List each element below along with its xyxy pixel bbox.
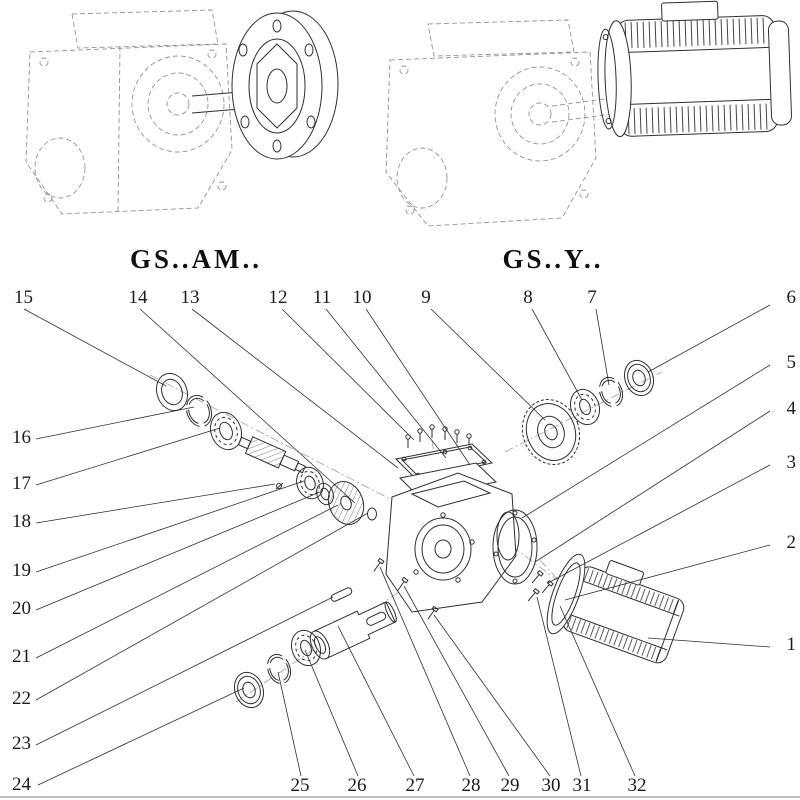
part-output-bearing xyxy=(290,629,322,667)
leader-line-11 xyxy=(325,308,447,459)
callout-3: 3 xyxy=(787,452,797,473)
leader-line-19 xyxy=(35,480,305,573)
part-gear-seal xyxy=(623,359,655,397)
leader-line-29 xyxy=(403,585,510,777)
leader-line-26 xyxy=(304,649,359,777)
leader-line-9 xyxy=(430,308,546,421)
part-key xyxy=(330,587,353,602)
part-output-shaft xyxy=(309,601,397,660)
callout-25: 25 xyxy=(291,775,310,796)
callout-6: 6 xyxy=(787,287,797,308)
part-motor xyxy=(546,553,685,664)
gearbox-motor-drawing: GS..Y.. xyxy=(385,0,792,274)
leader-line-27 xyxy=(337,625,415,777)
leader-line-2 xyxy=(564,544,771,601)
callout-28: 28 xyxy=(462,775,481,796)
leader-line-23 xyxy=(35,596,334,746)
callout-10: 10 xyxy=(353,287,372,308)
callout-12: 12 xyxy=(269,287,288,308)
leader-line-28 xyxy=(379,566,471,777)
callout-15: 15 xyxy=(14,287,33,308)
fan-cover xyxy=(767,20,792,126)
callout-27: 27 xyxy=(406,775,425,796)
part-gear xyxy=(521,399,581,465)
callout-1: 1 xyxy=(787,634,797,655)
part-motor-flange-ring xyxy=(492,509,538,585)
part-cover-plate xyxy=(394,443,494,480)
leader-line-14 xyxy=(139,308,356,504)
variant-label-right: GS..Y.. xyxy=(502,244,603,274)
part-worm-shaft xyxy=(237,436,307,474)
part-output-circlip xyxy=(266,653,292,685)
callout-20: 20 xyxy=(12,598,31,619)
output-flange xyxy=(231,10,339,160)
gearbox-flange-drawing: GS..AM.. xyxy=(25,9,339,274)
part-pin xyxy=(275,482,284,490)
callout-9: 9 xyxy=(421,287,431,308)
callout-5: 5 xyxy=(787,352,797,373)
callout-14: 14 xyxy=(129,287,149,308)
callout-leader-lines xyxy=(23,304,771,786)
part-input-circlip xyxy=(185,394,213,428)
part-worm-wheel-disc xyxy=(327,481,365,525)
cover-bolts-group xyxy=(405,424,472,448)
callout-32: 32 xyxy=(628,775,647,796)
variant-label-left: GS..AM.. xyxy=(130,244,262,274)
callout-26: 26 xyxy=(348,775,367,796)
callout-19: 19 xyxy=(12,560,31,581)
part-gear-bearing xyxy=(569,388,601,426)
terminal-box xyxy=(661,0,719,22)
part-gear-circlip xyxy=(598,376,624,408)
part-input-seal xyxy=(155,372,189,412)
leader-line-3 xyxy=(547,464,771,584)
callout-16: 16 xyxy=(12,427,31,448)
part-worm-bearing xyxy=(296,466,324,500)
part-output-seal xyxy=(233,671,265,709)
leader-line-21 xyxy=(35,504,339,659)
leader-line-5 xyxy=(521,364,771,519)
motor-top-view xyxy=(597,0,792,138)
callout-30: 30 xyxy=(542,775,561,796)
leader-line-31 xyxy=(536,596,582,777)
housing-bolts-group xyxy=(373,557,439,620)
callout-22: 22 xyxy=(12,688,31,709)
part-housing xyxy=(385,472,520,613)
leader-line-7 xyxy=(595,308,610,386)
callout-17: 17 xyxy=(12,473,31,494)
callout-18: 18 xyxy=(12,511,31,532)
leader-line-30 xyxy=(433,614,551,777)
part-small-ring xyxy=(367,507,377,521)
callout-4: 4 xyxy=(787,398,797,419)
callout-13: 13 xyxy=(181,287,200,308)
callout-31: 31 xyxy=(573,775,592,796)
leader-line-1 xyxy=(647,637,771,648)
leader-line-12 xyxy=(281,308,415,441)
leader-line-4 xyxy=(534,410,771,563)
leader-line-17 xyxy=(35,427,221,486)
callout-numbers: 15 14 13 12 11 10 9 8 7 6 5 4 3 2 1 16 1… xyxy=(12,287,797,796)
leader-line-18 xyxy=(35,483,276,524)
part-input-bearing xyxy=(209,411,243,451)
callout-2: 2 xyxy=(787,532,797,553)
leader-line-20 xyxy=(35,491,321,611)
callout-11: 11 xyxy=(313,287,331,308)
callout-8: 8 xyxy=(523,287,533,308)
leader-line-24 xyxy=(37,687,245,786)
leader-line-8 xyxy=(531,308,583,401)
leader-line-10 xyxy=(365,308,471,466)
leader-line-15 xyxy=(23,308,167,387)
callout-24: 24 xyxy=(12,774,32,795)
leader-line-25 xyxy=(277,671,302,777)
leader-line-32 xyxy=(559,605,636,777)
exploded-view xyxy=(149,359,685,709)
callout-29: 29 xyxy=(501,775,520,796)
callout-7: 7 xyxy=(587,287,597,308)
leader-line-16 xyxy=(35,406,195,440)
leader-line-6 xyxy=(647,304,771,373)
leader-line-22 xyxy=(35,512,369,701)
leader-line-13 xyxy=(191,308,399,469)
callout-23: 23 xyxy=(12,733,31,754)
callout-21: 21 xyxy=(12,646,31,667)
